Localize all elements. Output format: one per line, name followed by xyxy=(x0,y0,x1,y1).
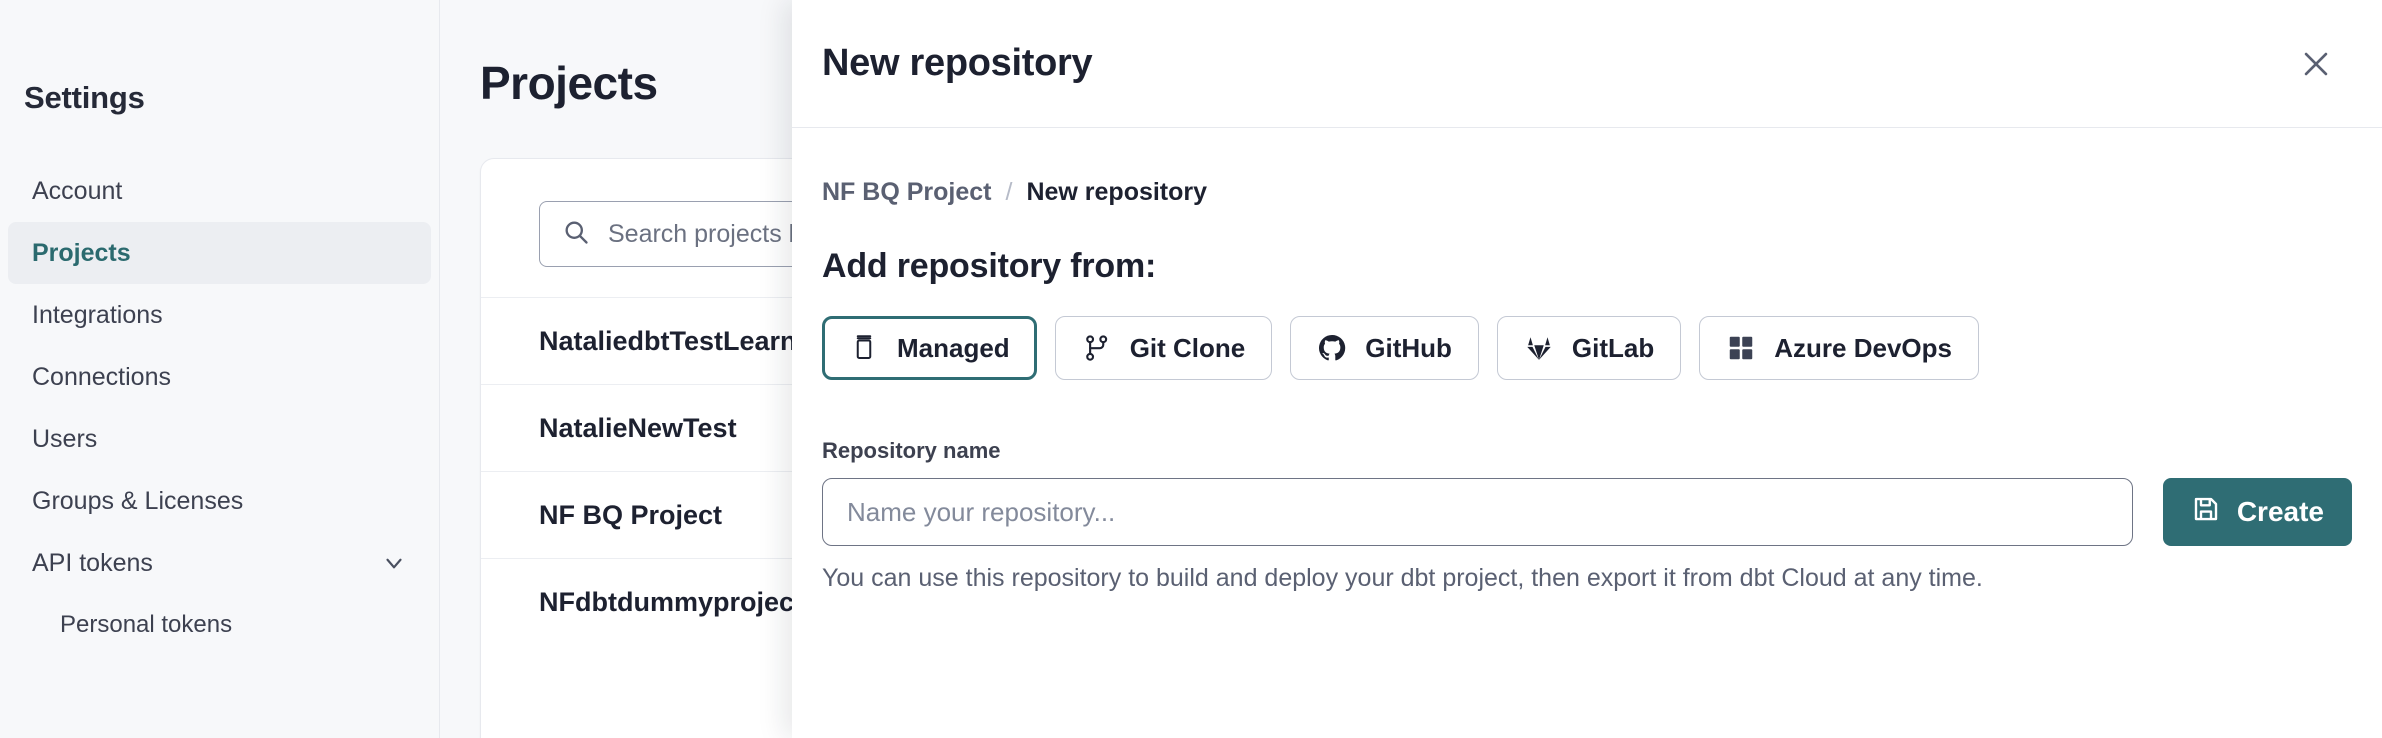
repository-source-github[interactable]: GitHub xyxy=(1290,316,1479,380)
sidebar-item-label: Connections xyxy=(32,362,171,391)
sidebar-item-label: Projects xyxy=(32,238,131,267)
add-repository-heading: Add repository from: xyxy=(822,247,1157,285)
repository-source-label: GitLab xyxy=(1571,332,1655,363)
database-icon xyxy=(849,333,879,363)
sidebar-item-api-tokens[interactable]: API tokens xyxy=(8,532,431,594)
breadcrumb: NF BQ Project / New repository xyxy=(822,178,2352,207)
repository-source-gitlab[interactable]: GitLab xyxy=(1496,316,1682,380)
project-name: NF BQ Project xyxy=(539,499,723,530)
repository-source-managed[interactable]: Managed xyxy=(822,316,1037,380)
sidebar-item-personal-tokens[interactable]: Personal tokens xyxy=(8,594,431,656)
sidebar-item-users[interactable]: Users xyxy=(8,408,431,470)
drawer-header: New repository xyxy=(792,0,2382,128)
project-name: NataliedbtTestLearn T xyxy=(539,325,821,356)
repository-source-label: GitHub xyxy=(1365,332,1452,363)
project-name: NFdbtdummyproject xyxy=(539,586,804,617)
repository-source-options: Managed Git Clone GitHub GitLab Azure DevOps xyxy=(822,316,2352,380)
sidebar-item-projects[interactable]: Projects xyxy=(8,222,431,284)
save-icon xyxy=(2191,494,2221,531)
repository-name-row: Create xyxy=(822,478,2352,546)
create-button-label: Create xyxy=(2236,496,2324,527)
breadcrumb-parent[interactable]: NF BQ Project xyxy=(822,178,992,206)
sidebar-item-integrations[interactable]: Integrations xyxy=(8,284,431,346)
repository-source-label: Managed xyxy=(897,332,1010,363)
page-title: Projects xyxy=(480,57,658,109)
drawer-title: New repository xyxy=(822,42,1093,84)
azure-devops-icon xyxy=(1726,333,1756,363)
sidebar-item-label: Integrations xyxy=(32,300,163,329)
sidebar-item-label: Users xyxy=(32,424,98,453)
new-repository-drawer: New repository NF BQ Project / New repos… xyxy=(792,0,2382,738)
sidebar-title: Settings xyxy=(24,80,145,115)
sidebar-item-connections[interactable]: Connections xyxy=(8,346,431,408)
project-name: NatalieNewTest xyxy=(539,412,737,443)
sidebar-item-label: Personal tokens xyxy=(60,611,233,638)
close-icon[interactable] xyxy=(2292,40,2340,88)
gitlab-icon xyxy=(1524,333,1554,363)
repository-name-input[interactable] xyxy=(822,478,2133,546)
sidebar-item-groups-licenses[interactable]: Groups & Licenses xyxy=(8,470,431,532)
repository-source-git-clone[interactable]: Git Clone xyxy=(1054,316,1273,380)
breadcrumb-separator: / xyxy=(1005,178,1013,206)
create-button[interactable]: Create xyxy=(2162,478,2352,546)
repository-source-label: Git Clone xyxy=(1129,332,1246,363)
repository-name-label: Repository name xyxy=(822,438,1001,463)
sidebar-item-label: API tokens xyxy=(32,548,153,577)
github-icon xyxy=(1317,333,1347,363)
breadcrumb-current: New repository xyxy=(1026,178,1208,206)
repository-source-azure-devops[interactable]: Azure DevOps xyxy=(1699,316,1979,380)
repository-name-group: Repository name Create xyxy=(822,438,2352,593)
repository-helper-text: You can use this repository to build and… xyxy=(822,564,1983,592)
search-icon xyxy=(562,218,590,251)
git-branch-icon xyxy=(1082,333,1112,363)
drawer-body: NF BQ Project / New repository Add repos… xyxy=(792,128,2382,738)
sidebar-item-label: Groups & Licenses xyxy=(32,486,244,515)
sidebar-item-account[interactable]: Account xyxy=(8,160,431,222)
sidebar-item-label: Account xyxy=(32,176,123,205)
repository-source-label: Azure DevOps xyxy=(1774,332,1952,363)
chevron-down-icon[interactable] xyxy=(381,550,407,576)
